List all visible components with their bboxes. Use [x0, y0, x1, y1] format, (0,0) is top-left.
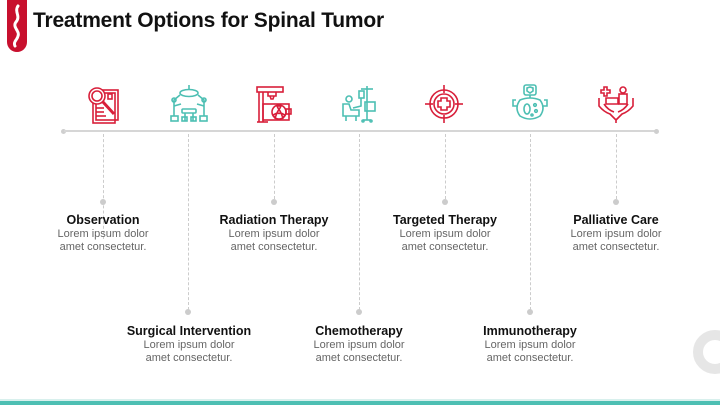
connector-dot — [527, 309, 533, 315]
timeline-end-dot — [654, 128, 659, 134]
step-description-line2: amet consectetur. — [145, 352, 233, 364]
connector-dot — [356, 309, 362, 315]
step-description-line1: Lorem ipsum dolor — [484, 339, 576, 351]
footer-bar — [0, 401, 720, 405]
connector-palliative — [616, 134, 617, 199]
magnifier-document-icon — [84, 84, 124, 124]
iv-drip-patient-icon — [339, 84, 379, 124]
step-radiation-therapy: Radiation Therapy Lorem ipsum dolor amet… — [194, 213, 354, 254]
step-title: Immunotherapy — [483, 324, 577, 338]
step-targeted-therapy: Targeted Therapy Lorem ipsum dolor amet … — [365, 213, 525, 254]
step-title: Surgical Intervention — [126, 324, 252, 338]
step-description-line1: Lorem ipsum dolor — [57, 228, 149, 240]
connector-radiation — [274, 134, 275, 199]
step-chemotherapy: Chemotherapy Lorem ipsum dolor amet cons… — [279, 324, 439, 365]
step-description-line2: amet consectetur. — [230, 241, 318, 253]
connector-dot — [613, 199, 619, 205]
target-crosshair-icon — [424, 84, 464, 124]
step-description-line2: amet consectetur. — [401, 241, 489, 253]
step-title: Radiation Therapy — [219, 213, 329, 227]
step-description-line2: amet consectetur. — [486, 352, 574, 364]
step-observation: Observation Lorem ipsum dolor amet conse… — [23, 213, 183, 254]
spine-icon — [12, 4, 20, 48]
page-title: Treatment Options for Spinal Tumor — [33, 9, 384, 32]
step-surgical-intervention: Surgical Intervention Lorem ipsum dolor … — [109, 324, 269, 365]
immune-cell-icon — [510, 84, 550, 124]
timeline-line — [64, 130, 656, 132]
footer-bar-light — [0, 399, 720, 401]
step-palliative-care: Palliative Care Lorem ipsum dolor amet c… — [536, 213, 696, 254]
surgical-robot-icon — [169, 84, 209, 124]
step-description-line2: amet consectetur. — [572, 241, 660, 253]
step-immunotherapy: Immunotherapy Lorem ipsum dolor amet con… — [450, 324, 610, 365]
connector-immuno — [530, 134, 531, 310]
step-description-line1: Lorem ipsum dolor — [313, 339, 405, 351]
step-description-line2: amet consectetur. — [59, 241, 147, 253]
step-description-line2: amet consectetur. — [315, 352, 403, 364]
decorative-ring — [693, 330, 720, 374]
connector-dot — [185, 309, 191, 315]
step-description-line1: Lorem ipsum dolor — [570, 228, 662, 240]
caring-hands-icon — [596, 84, 636, 124]
connector-dot — [271, 199, 277, 205]
step-title: Targeted Therapy — [393, 213, 497, 227]
timeline-start-dot — [61, 128, 66, 134]
step-title: Chemotherapy — [315, 324, 403, 338]
connector-dot — [442, 199, 448, 205]
connector-surgical — [188, 134, 189, 310]
connector-targeted — [445, 134, 446, 199]
step-description-line1: Lorem ipsum dolor — [228, 228, 320, 240]
connector-dot — [100, 199, 106, 205]
connector-observation — [103, 134, 104, 239]
connector-chemo — [359, 134, 360, 310]
logo — [7, 0, 27, 52]
step-description-line1: Lorem ipsum dolor — [143, 339, 235, 351]
step-description-line1: Lorem ipsum dolor — [399, 228, 491, 240]
step-title: Observation — [66, 213, 140, 227]
step-title: Palliative Care — [573, 213, 659, 227]
radiation-machine-icon — [254, 84, 294, 124]
